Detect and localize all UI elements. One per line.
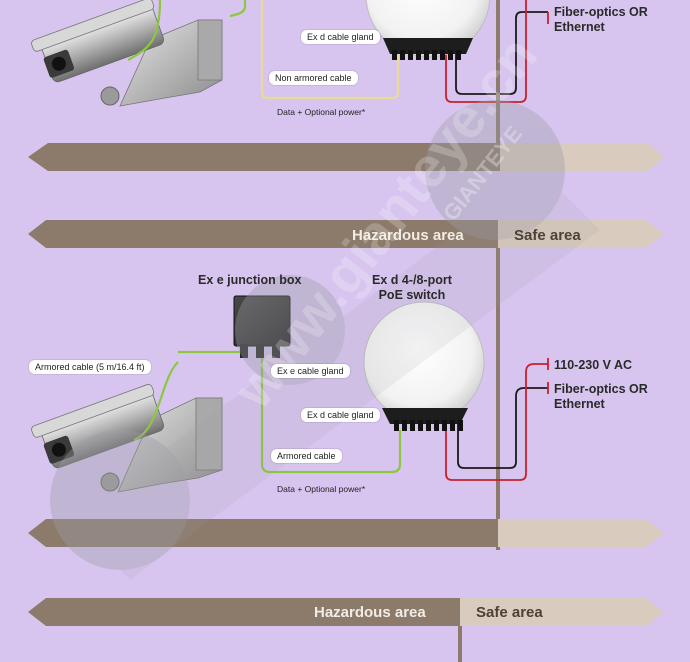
safe-band-lower bbox=[498, 519, 664, 547]
armored-cable-to-switch bbox=[260, 356, 402, 474]
safe-area-label: Safe area bbox=[514, 227, 581, 244]
junction-box bbox=[233, 295, 291, 358]
hazardous-area-label-next: Hazardous area bbox=[314, 604, 426, 621]
callout-armored-cable: Armored cable bbox=[271, 449, 342, 463]
caption-bottom: Data + Optional power* bbox=[277, 484, 366, 494]
safe-band-next bbox=[460, 598, 664, 626]
caption-top: Data + Optional power* bbox=[277, 107, 366, 117]
armored-cable-top-cam bbox=[127, 0, 162, 61]
power-line bbox=[445, 363, 548, 481]
camera-bottom bbox=[31, 384, 223, 493]
power-label: 110-230 V AC bbox=[554, 358, 633, 372]
callout-non-armored-top: Non armored cable bbox=[269, 71, 358, 85]
safe-area-label-next: Safe area bbox=[476, 604, 543, 621]
callout-armored-length: Armored cable (5 m/16.4 ft) bbox=[29, 360, 151, 374]
network-label-top: Fiber-optics OR Ethernet bbox=[554, 5, 648, 34]
hazard-band-lower bbox=[28, 519, 498, 547]
poe-switch-top bbox=[365, 0, 491, 60]
network-line bbox=[457, 387, 548, 469]
boundary-line-next bbox=[458, 626, 462, 662]
callout-ex-e-gland: Ex e cable gland bbox=[271, 364, 350, 378]
switch-title: Ex d 4-/8-port PoE switch bbox=[372, 273, 452, 302]
power-line-top bbox=[445, 0, 527, 103]
safe-band-upper bbox=[498, 220, 664, 248]
callout-ex-d-gland: Ex d cable gland bbox=[301, 408, 380, 422]
hazard-band-upper bbox=[28, 220, 498, 248]
armored-cable-top-a bbox=[229, 0, 247, 18]
junction-box-title: Ex e junction box bbox=[198, 273, 302, 287]
hazard-band-top bbox=[28, 143, 498, 171]
hazard-band-next bbox=[28, 598, 460, 626]
callout-ex-d-gland-top: Ex d cable gland bbox=[301, 30, 380, 44]
non-armored-cable-top bbox=[260, 0, 400, 100]
camera-top bbox=[31, 0, 223, 107]
network-label: Fiber-optics OR Ethernet bbox=[554, 382, 648, 411]
armored-cable-camera bbox=[133, 361, 179, 442]
safe-band-top bbox=[498, 143, 664, 171]
hazardous-area-label: Hazardous area bbox=[352, 227, 464, 244]
network-line-top bbox=[455, 11, 548, 95]
poe-switch bbox=[363, 301, 485, 431]
boundary-line bbox=[496, 248, 500, 550]
boundary-line-top bbox=[496, 0, 500, 171]
